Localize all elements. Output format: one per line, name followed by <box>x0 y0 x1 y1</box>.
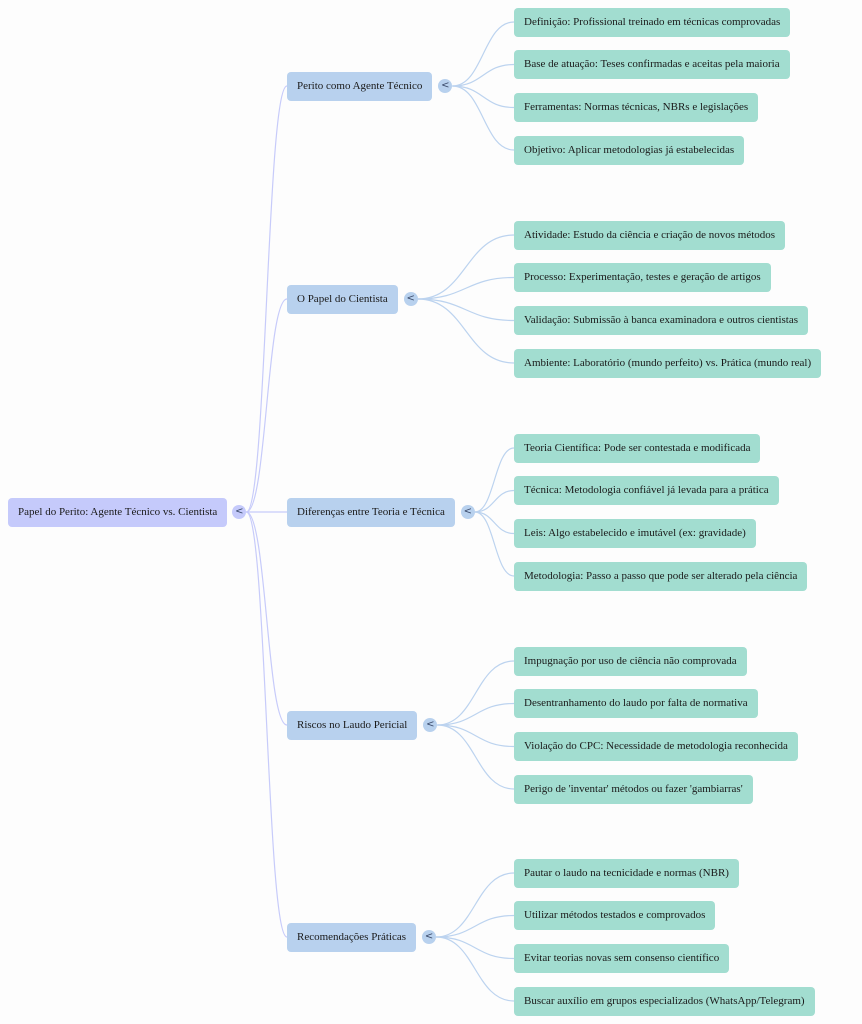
branch-leaf-link <box>437 660 515 726</box>
leaf-label: Validação: Submissão à banca examinadora… <box>524 314 798 326</box>
leaf-node[interactable]: Definição: Profissional treinado em técn… <box>514 7 791 37</box>
branch-leaf-link <box>452 85 515 109</box>
branch-node[interactable]: Diferenças entre Teoria e Técnica <box>287 497 455 527</box>
branch-leaf-link <box>437 702 515 726</box>
branch-leaf-link <box>417 298 515 322</box>
leaf-label: Processo: Experimentação, testes e geraç… <box>524 271 761 283</box>
branch-leaf-link <box>452 63 515 87</box>
leaf-node[interactable]: Pautar o laudo na tecnicidade e normas (… <box>514 858 739 888</box>
leaf-label: Metodologia: Passo a passo que pode ser … <box>524 569 798 582</box>
branch-label: Diferenças entre Teoria e Técnica <box>297 505 445 518</box>
leaf-label: Desentranhamento do laudo por falta de n… <box>524 697 748 709</box>
leaf-node[interactable]: Utilizar métodos testados e comprovados <box>514 901 716 930</box>
leaf-node[interactable]: Buscar auxílio em grupos especializados … <box>514 986 815 1016</box>
branch-label: Recomendações Práticas <box>297 930 407 943</box>
branch-leaf-link <box>452 85 515 151</box>
leaf-node[interactable]: Desentranhamento do laudo por falta de n… <box>514 689 758 718</box>
leaf-node[interactable]: Metodologia: Passo a passo que pode ser … <box>514 561 808 591</box>
leaf-node[interactable]: Base de atuação: Teses confirmadas e ace… <box>514 50 790 79</box>
collapse-toggle-icon[interactable]: < <box>422 930 437 944</box>
root-label: Papel do Perito: Agente Técnico vs. Cien… <box>18 505 218 518</box>
leaf-label: Leis: Algo estabelecido e imutável (ex: … <box>524 527 746 539</box>
leaf-node[interactable]: Ambiente: Laboratório (mundo perfeito) v… <box>514 348 822 378</box>
collapse-toggle-icon[interactable]: < <box>460 505 475 519</box>
leaf-node[interactable]: Teoria Científica: Pode ser contestada e… <box>514 433 761 463</box>
leaf-node[interactable]: Evitar teorias novas sem consenso cientí… <box>514 944 730 973</box>
leaf-label: Evitar teorias novas sem consenso cientí… <box>524 952 720 964</box>
leaf-label: Impugnação por uso de ciência não compro… <box>524 654 737 667</box>
leaf-node[interactable]: Perigo de 'inventar' métodos ou fazer 'g… <box>514 774 753 804</box>
branch-leaf-link <box>474 447 515 513</box>
leaf-node[interactable]: Ferramentas: Normas técnicas, NBRs e leg… <box>514 93 759 122</box>
leaf-label: Base de atuação: Teses confirmadas e ace… <box>524 58 780 70</box>
branch-label: Perito como Agente Técnico <box>297 79 423 92</box>
root-node[interactable]: Papel do Perito: Agente Técnico vs. Cien… <box>8 497 228 527</box>
leaf-label: Objetivo: Aplicar metodologias já estabe… <box>524 143 735 156</box>
branch-label: Riscos no Laudo Pericial <box>297 718 408 731</box>
leaf-label: Buscar auxílio em grupos especializados … <box>524 994 805 1007</box>
collapse-toggle-icon[interactable]: < <box>232 505 247 519</box>
leaf-label: Teoria Científica: Pode ser contestada e… <box>524 441 751 454</box>
leaf-node[interactable]: Violação do CPC: Necessidade de metodolo… <box>514 732 798 761</box>
branch-leaf-link <box>417 298 515 364</box>
branch-leaf-link <box>436 872 515 938</box>
branch-label: O Papel do Cientista <box>297 292 388 305</box>
collapse-toggle-icon[interactable]: < <box>423 718 438 732</box>
leaf-node[interactable]: Atividade: Estudo da ciência e criação d… <box>514 220 786 250</box>
leaf-label: Atividade: Estudo da ciência e criação d… <box>524 228 776 241</box>
leaf-node[interactable]: Impugnação por uso de ciência não compro… <box>514 646 747 676</box>
branch-node[interactable]: O Papel do Cientista <box>287 284 398 314</box>
leaf-label: Utilizar métodos testados e comprovados <box>524 909 706 921</box>
leaf-label: Pautar o laudo na tecnicidade e normas (… <box>524 866 729 879</box>
root-branch-link <box>246 298 288 513</box>
branch-node[interactable]: Riscos no Laudo Pericial <box>287 710 418 740</box>
leaf-label: Violação do CPC: Necessidade de metodolo… <box>524 740 788 752</box>
branch-leaf-link <box>474 511 515 577</box>
branch-leaf-link <box>437 724 515 748</box>
branch-leaf-link <box>437 724 515 790</box>
root-branch-link <box>245 85 288 513</box>
branch-leaf-link <box>474 489 515 513</box>
leaf-label: Ferramentas: Normas técnicas, NBRs e leg… <box>524 101 749 113</box>
branch-leaf-link <box>436 914 515 938</box>
leaf-label: Técnica: Metodologia confiável já levada… <box>524 484 769 496</box>
leaf-node[interactable]: Leis: Algo estabelecido e imutável (ex: … <box>514 519 756 548</box>
collapse-toggle-icon[interactable]: < <box>438 79 453 93</box>
leaf-label: Ambiente: Laboratório (mundo perfeito) v… <box>524 356 812 369</box>
branch-leaf-link <box>474 511 515 535</box>
branch-node[interactable]: Perito como Agente Técnico <box>287 71 433 101</box>
leaf-node[interactable]: Validação: Submissão à banca examinadora… <box>514 306 808 335</box>
leaf-label: Definição: Profissional treinado em técn… <box>524 15 781 28</box>
branch-leaf-link <box>452 21 515 87</box>
leaf-node[interactable]: Processo: Experimentação, testes e geraç… <box>514 263 771 292</box>
leaf-label: Perigo de 'inventar' métodos ou fazer 'g… <box>524 782 743 795</box>
branch-leaf-link <box>436 936 515 960</box>
collapse-toggle-icon[interactable]: < <box>403 292 418 306</box>
leaf-node[interactable]: Objetivo: Aplicar metodologias já estabe… <box>514 135 745 165</box>
branch-leaf-link <box>436 936 515 1002</box>
branch-leaf-link <box>417 234 515 300</box>
leaf-node[interactable]: Técnica: Metodologia confiável já levada… <box>514 476 779 505</box>
root-branch-link <box>245 511 288 938</box>
root-branch-link <box>246 511 288 726</box>
branch-leaf-link <box>417 276 515 300</box>
branch-node[interactable]: Recomendações Práticas <box>287 922 417 952</box>
